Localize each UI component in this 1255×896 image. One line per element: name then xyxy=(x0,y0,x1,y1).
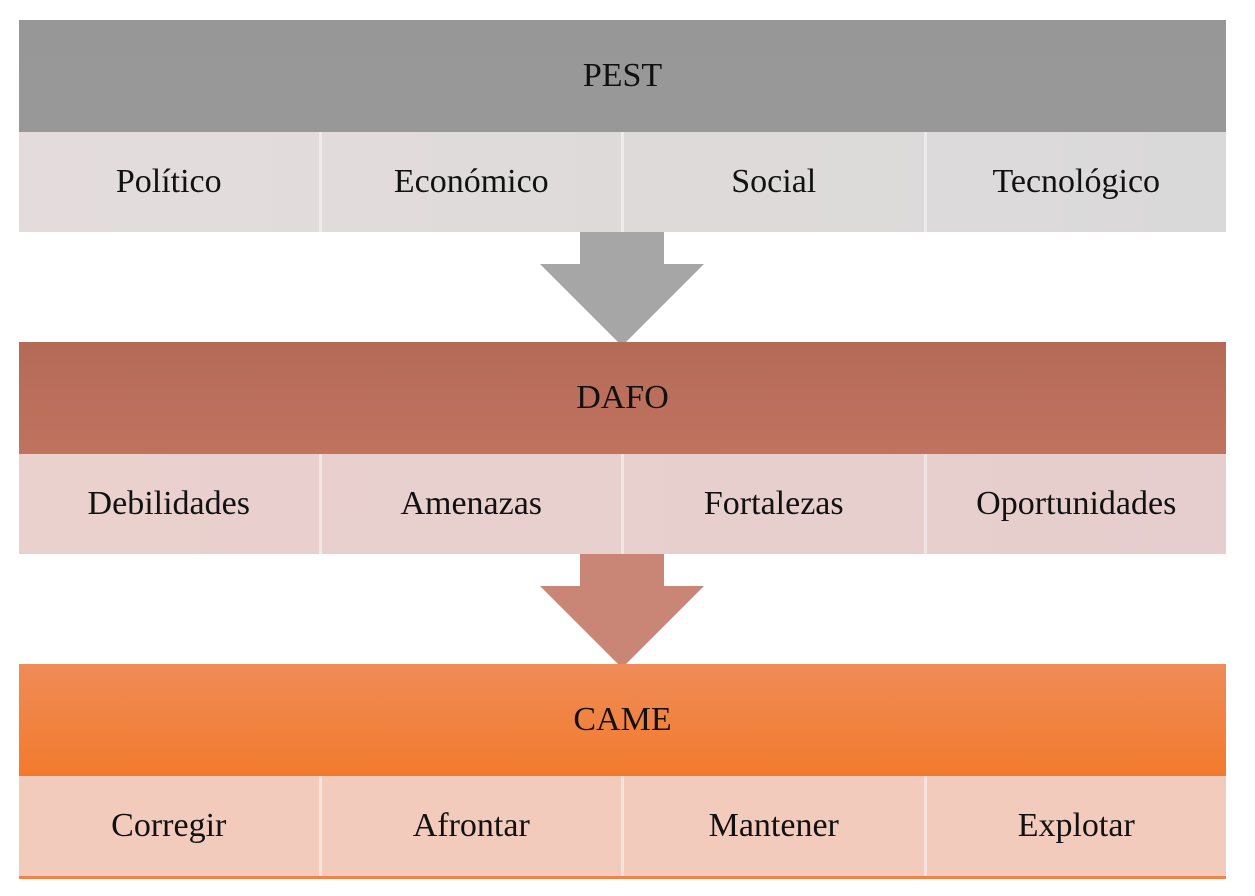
pest-block: PEST Político Económico Social Tecnológi… xyxy=(19,20,1226,232)
pest-item-social: Social xyxy=(621,132,924,232)
dafo-item-amenazas: Amenazas xyxy=(318,454,622,554)
dafo-header: DAFO xyxy=(19,342,1226,454)
pest-item-politico: Político xyxy=(115,163,222,200)
dafo-items-row: Debilidades Amenazas Fortalezas Oportuni… xyxy=(19,454,1226,554)
pest-item-tecnologico: Tecnológico xyxy=(923,132,1227,232)
dafo-block: DAFO Debilidades Amenazas Fortalezas Opo… xyxy=(19,342,1226,554)
dafo-item-fortalezas: Fortalezas xyxy=(621,454,924,554)
pest-header: PEST xyxy=(19,20,1226,132)
dafo-item-oportunidades: Oportunidades xyxy=(923,454,1227,554)
came-block: CAME Corregir Afrontar Mantener Explotar xyxy=(19,664,1226,879)
came-header: CAME xyxy=(19,664,1226,776)
came-items-row: Corregir Afrontar Mantener Explotar xyxy=(19,776,1226,879)
down-arrow-icon xyxy=(540,554,704,668)
came-item-explotar: Explotar xyxy=(923,776,1227,876)
came-item-mantener: Mantener xyxy=(621,776,924,876)
came-item-afrontar: Afrontar xyxy=(318,776,622,876)
dafo-item-debilidades: Debilidades xyxy=(87,485,250,522)
down-arrow-icon xyxy=(540,232,704,346)
came-item-corregir: Corregir xyxy=(111,807,227,844)
pest-item-economico: Económico xyxy=(318,132,622,232)
pest-items-row: Político Económico Social Tecnológico xyxy=(19,132,1226,232)
